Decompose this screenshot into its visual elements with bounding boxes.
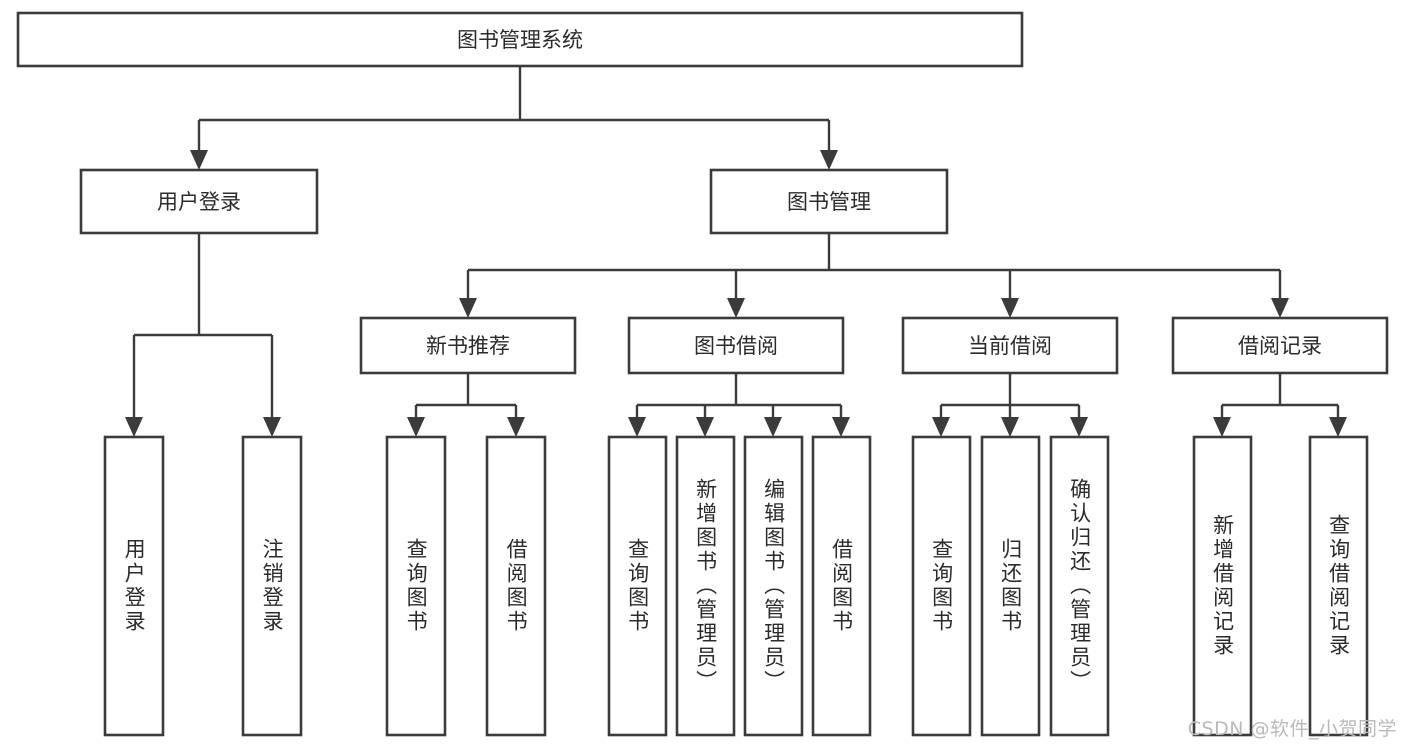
node-label-borrow-record: 借阅记录 (1238, 334, 1322, 358)
connector-group-book-manage (459, 233, 1289, 318)
node-box-borrow-record[interactable] (1171, 316, 1389, 375)
connector-group-current-borrow-leaves (932, 373, 1088, 437)
leaf-box-confirm-return[interactable] (1049, 435, 1110, 737)
arrow-head-book-manage (820, 150, 838, 170)
node-book-borrow[interactable]: 图书借阅 (627, 316, 845, 375)
connector-group-user-login-leaves (125, 233, 281, 437)
leaf-box-query-record[interactable] (1308, 435, 1369, 737)
connector-group-root (190, 66, 838, 170)
arrow-head-leaf-query-record (1329, 417, 1347, 437)
leaf-box-borrow-book-2[interactable] (811, 435, 872, 737)
leaf-box-group (103, 435, 1369, 737)
leaf-box-query-book-3[interactable] (911, 435, 972, 737)
arrow-head-user-login (190, 150, 208, 170)
node-box-book-borrow[interactable] (627, 316, 845, 375)
node-label-new-book-rec: 新书推荐 (426, 334, 510, 358)
arrow-head-leaf-borrow-book-1 (507, 417, 525, 437)
arrow-head-borrow-record (1271, 298, 1289, 318)
node-borrow-record[interactable]: 借阅记录 (1171, 316, 1389, 375)
connector-group-new-book-rec-leaves (407, 373, 525, 437)
node-box-current-borrow[interactable] (901, 316, 1119, 375)
leaf-box-query-book-2[interactable] (607, 435, 668, 737)
node-user-login[interactable]: 用户登录 (79, 168, 319, 235)
node-new-book-rec[interactable]: 新书推荐 (359, 316, 577, 375)
node-box-root[interactable] (16, 11, 1024, 68)
arrow-head-leaf-borrow-book-2 (832, 417, 850, 437)
leaf-box-user-login[interactable] (103, 435, 165, 737)
connector-group-book-borrow-leaves (628, 373, 850, 437)
arrow-head-book-borrow (727, 298, 745, 318)
node-book-manage[interactable]: 图书管理 (709, 168, 949, 235)
arrow-head-leaf-query-book-3 (932, 417, 950, 437)
arrow-head-leaf-query-book-1 (407, 417, 425, 437)
leaf-box-return-book[interactable] (980, 435, 1041, 737)
leaf-box-borrow-book-1[interactable] (485, 435, 547, 737)
leaf-box-add-book[interactable] (675, 435, 736, 737)
leaf-box-edit-book[interactable] (743, 435, 804, 737)
arrow-head-leaf-edit-book (764, 417, 782, 437)
arrow-head-new-book-rec (459, 298, 477, 318)
leaf-box-query-book-1[interactable] (385, 435, 447, 737)
arrow-head-leaf-add-record (1213, 417, 1231, 437)
node-label-user-login: 用户登录 (157, 190, 241, 214)
arrow-head-leaf-logout-login (263, 417, 281, 437)
csdn-watermark: CSDN @软件_小贺同学 (1187, 718, 1397, 740)
node-root[interactable]: 图书管理系统 (16, 11, 1024, 68)
arrow-head-leaf-add-book (696, 417, 714, 437)
node-label-root: 图书管理系统 (457, 28, 583, 52)
connector-group-borrow-record-leaves (1213, 373, 1347, 437)
leaf-box-logout-login[interactable] (241, 435, 303, 737)
arrow-head-leaf-confirm-return (1070, 417, 1088, 437)
node-box-user-login[interactable] (79, 168, 319, 235)
arrow-head-leaf-return-book (1001, 417, 1019, 437)
leaf-box-add-record[interactable] (1192, 435, 1253, 737)
node-label-book-manage: 图书管理 (787, 190, 871, 214)
arrow-head-leaf-user-login (125, 417, 143, 437)
node-current-borrow[interactable]: 当前借阅 (901, 316, 1119, 375)
arrow-head-leaf-query-book-2 (628, 417, 646, 437)
node-label-current-borrow: 当前借阅 (968, 334, 1052, 358)
node-label-book-borrow: 图书借阅 (694, 334, 778, 358)
arrow-head-current-borrow (1001, 298, 1019, 318)
